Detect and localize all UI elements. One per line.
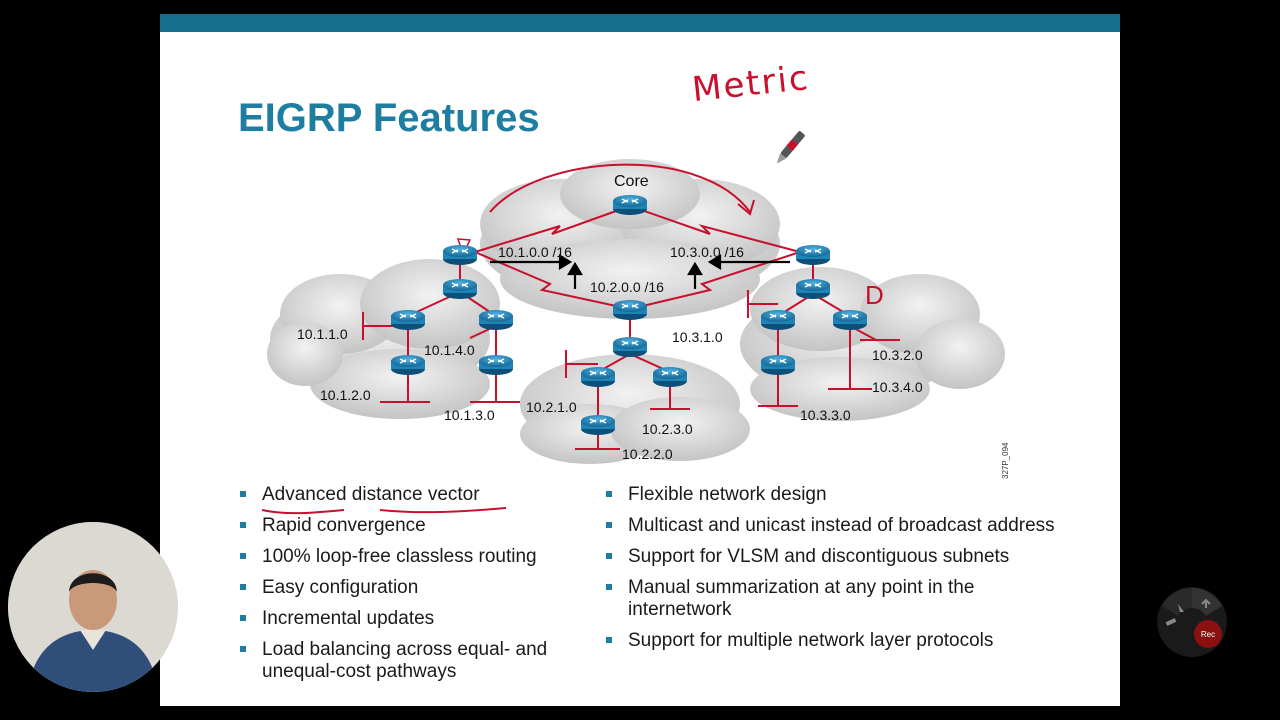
- pen-icon[interactable]: [1165, 618, 1177, 626]
- subnet-label: 10.2.2.0: [622, 446, 673, 462]
- slide-title: EIGRP Features: [238, 96, 540, 140]
- list-item: Load balancing across equal- and unequal…: [238, 639, 578, 683]
- subnet-label: 10.2.3.0: [642, 421, 693, 437]
- diagram-labels: Core 10.1.0.0 /16 10.2.0.0 /16 10.3.0.0 …: [297, 173, 1010, 479]
- subnet-label: 10.3.2.0: [872, 347, 923, 363]
- record-button[interactable]: [1194, 620, 1222, 648]
- arrow-up-icon[interactable]: [1201, 598, 1211, 608]
- subnet-label: 10.1.1.0: [297, 326, 348, 342]
- subnet-label: 10.3.4.0: [872, 379, 923, 395]
- figure-id: 327P_094: [1001, 442, 1010, 479]
- list-item: Support for VLSM and discontiguous subne…: [604, 546, 1074, 568]
- slide: EIGRP Features Metric: [160, 14, 1120, 706]
- router-icon: [580, 414, 616, 436]
- features-list-right: Flexible network design Multicast and un…: [604, 484, 1074, 661]
- list-item: Easy configuration: [238, 577, 578, 599]
- list-item: Multicast and unicast instead of broadca…: [604, 515, 1074, 537]
- presenter-avatar: [8, 522, 178, 692]
- cursor-icon[interactable]: [1178, 604, 1184, 612]
- router-icon: [795, 278, 831, 300]
- router-icon: [580, 366, 616, 388]
- router-icon: [760, 309, 796, 331]
- router-icon: [652, 366, 688, 388]
- link-label: 10.3.0.0 /16: [670, 244, 744, 260]
- list-item: 100% loop-free classless routing: [238, 546, 578, 568]
- list-item: Rapid convergence: [238, 515, 578, 537]
- router-icon: [390, 309, 426, 331]
- handwritten-d: D: [865, 280, 884, 310]
- list-item: Advanced distance vector: [238, 484, 578, 506]
- list-item: Flexible network design: [604, 484, 1074, 506]
- subnet-label: 10.3.3.0: [800, 407, 851, 423]
- router-icon: [442, 278, 478, 300]
- handwritten-arc: [489, 163, 751, 213]
- handwritten-underline: [261, 507, 507, 515]
- router-icon: [612, 336, 648, 358]
- list-item: Incremental updates: [238, 608, 578, 630]
- link-label: 10.2.0.0 /16: [590, 279, 664, 295]
- core-router-icon: [612, 194, 648, 216]
- list-item: Manual summarization at any point in the…: [604, 577, 1074, 621]
- features-list-left: Advanced distance vector Rapid convergen…: [238, 484, 578, 692]
- subnet-label: 10.2.1.0: [526, 399, 577, 415]
- router-icon: [478, 309, 514, 331]
- router-icon: [390, 354, 426, 376]
- network-diagram: Core 10.1.0.0 /16 10.2.0.0 /16 10.3.0.0 …: [267, 159, 1010, 479]
- subnet-label: 10.1.4.0: [424, 342, 475, 358]
- wan-links: [474, 205, 801, 310]
- subnet-label: 10.3.1.0: [672, 329, 723, 345]
- subnet-label: 10.1.2.0: [320, 387, 371, 403]
- core-label: Core: [614, 173, 649, 190]
- slide-top-bar: [160, 14, 1120, 32]
- record-label: Rec: [1201, 630, 1215, 639]
- handwritten-annotation: Metric: [690, 57, 812, 111]
- handwritten-arrowhead: [737, 199, 755, 216]
- router-icon: [478, 354, 514, 376]
- router-icon: [760, 354, 796, 376]
- list-item: Support for multiple network layer proto…: [604, 630, 1074, 652]
- router-icon: [612, 299, 648, 321]
- link-label: 10.1.0.0 /16: [498, 244, 572, 260]
- router-icon: [442, 244, 478, 266]
- presenter-webcam: [8, 522, 178, 692]
- subnet-label: 10.1.3.0: [444, 407, 495, 423]
- pen-cursor-icon: [776, 131, 805, 164]
- router-icon: [795, 244, 831, 266]
- recording-control[interactable]: Rec: [1156, 586, 1228, 658]
- router-icon: [832, 309, 868, 331]
- cloud-left: [267, 259, 500, 419]
- summary-arrows: [490, 254, 790, 289]
